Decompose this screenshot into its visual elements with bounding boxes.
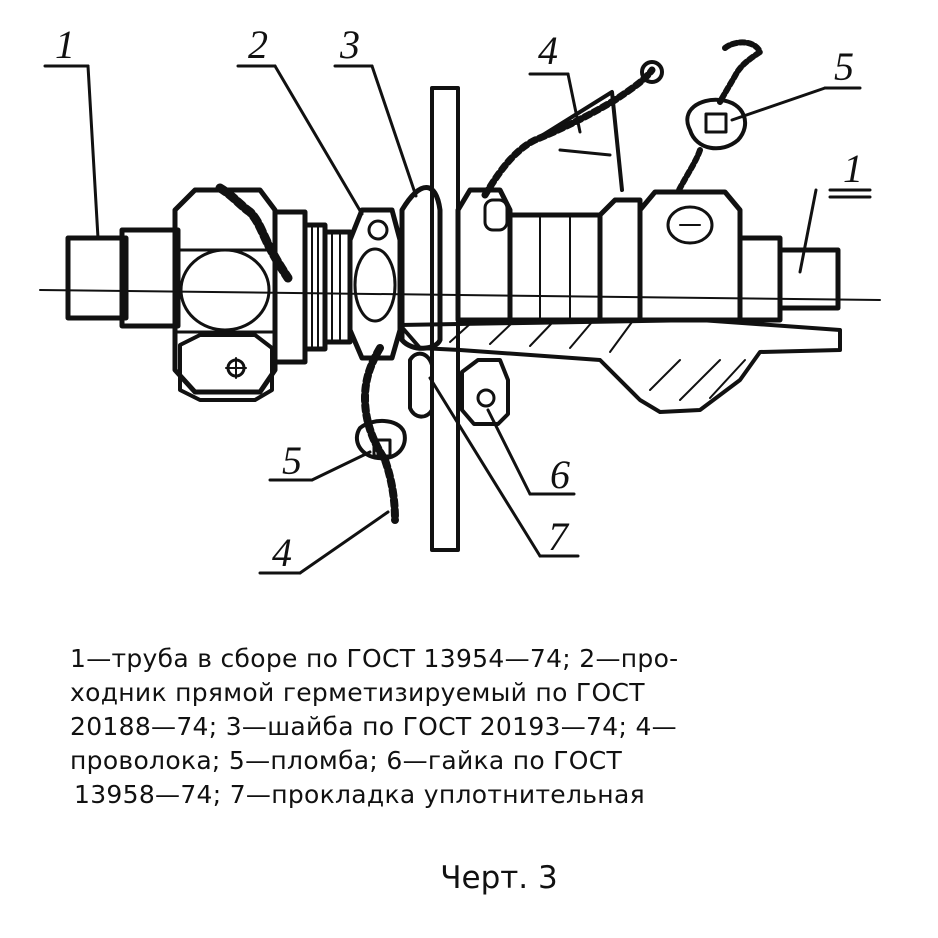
passthrough-fitting [347,207,403,361]
callout-6: 6 [550,452,570,497]
callout-1-left: 1 [55,22,75,67]
assembly-drawing: 1 2 3 4 5 1 5 4 6 7 [39,22,881,575]
panel [430,86,460,552]
seal-top [675,39,763,195]
wire-left [215,183,293,283]
caption-line: 13958—74; 7—прокладка уплотнительная [74,780,645,809]
seal-bottom [354,419,407,461]
callout-5-bottom: 5 [282,438,302,483]
washer [399,185,443,351]
gasket [408,351,434,419]
nut-six [460,358,510,426]
threaded-body [272,209,353,365]
caption-line: 1—труба в сборе по ГОСТ 13954—74; 2—про- [70,644,679,673]
caption-line: 20188—74; 3—шайба по ГОСТ 20193—74; 4— [70,712,677,741]
caption-line: ходник прямой герметизируемый по ГОСТ [70,678,645,707]
figure-caption: 1—труба в сборе по ГОСТ 13954—74; 2—про-… [70,642,910,812]
callout-2: 2 [248,22,268,67]
callout-5-top: 5 [834,44,854,89]
left-tube [65,227,181,329]
callout-4-top: 4 [538,28,558,73]
cross-section [398,318,842,414]
callout-7: 7 [548,514,570,559]
wire-bottom [361,344,399,524]
right-body [455,187,783,323]
caption-line: проволока; 5—пломба; 6—гайка по ГОСТ [70,746,623,775]
figure-label: Черт. 3 [0,860,938,896]
callout-3: 3 [339,22,360,67]
callout-1-right: 1 [843,146,863,191]
leader-lines [43,64,862,575]
right-tube [777,188,872,311]
wire-top [481,60,664,199]
figure-label-text: Черт. 3 [440,860,558,896]
callout-4-bottom: 4 [272,530,292,575]
